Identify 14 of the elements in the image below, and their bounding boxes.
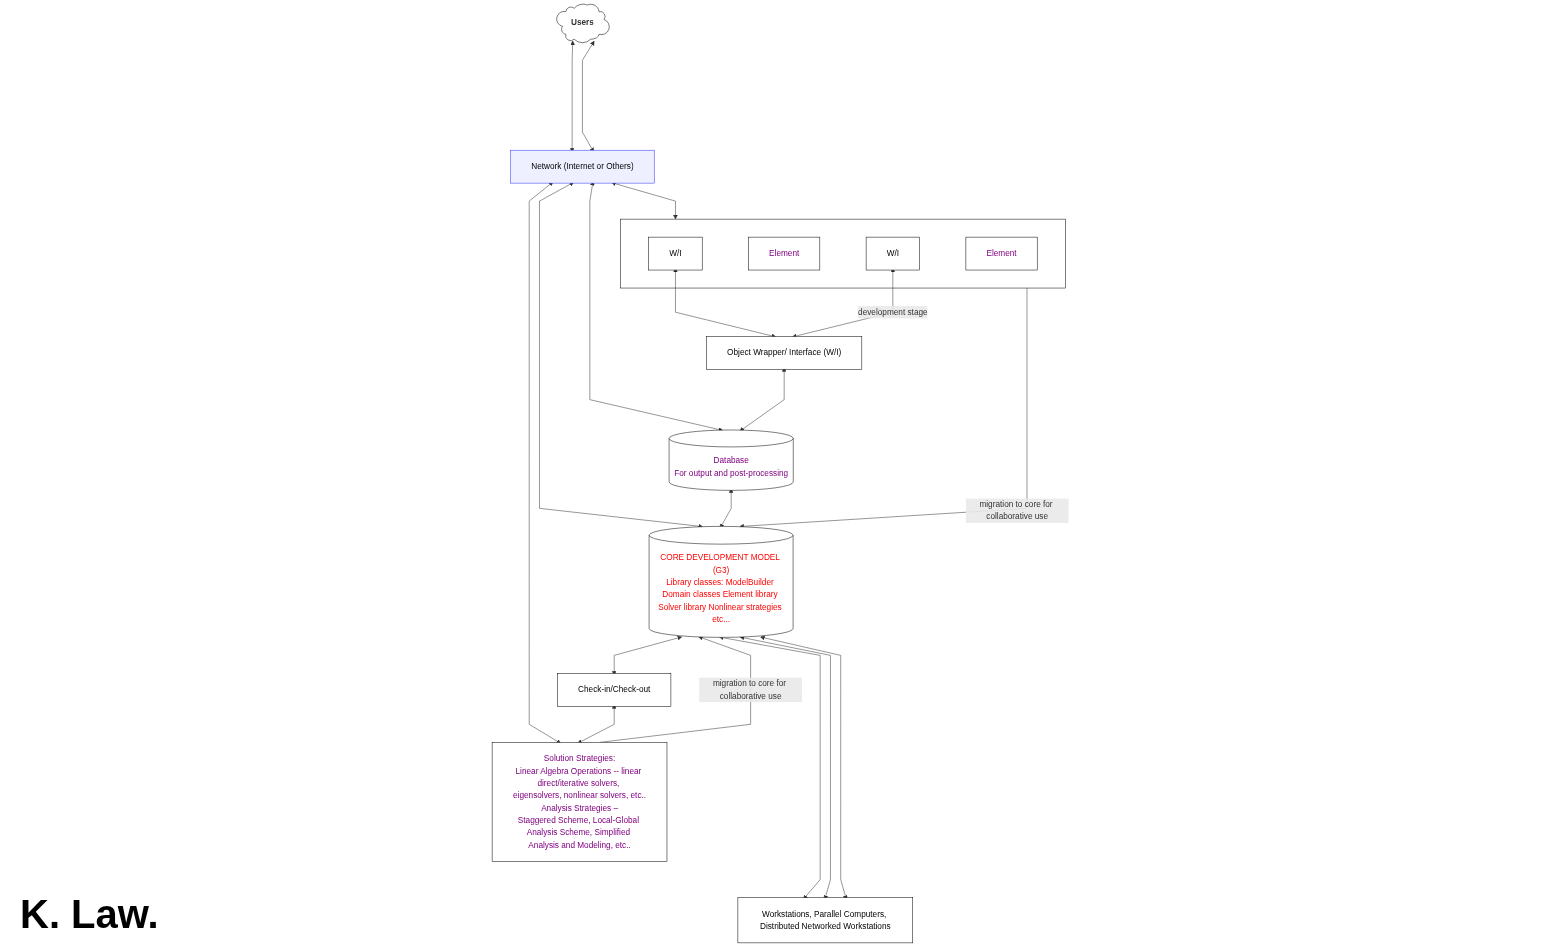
node-box: Workstations, Parallel Computers, Distributed Networked Workstations [737,897,913,944]
node-box: Check-in/Check-out [556,673,671,707]
node-box: Solution Strategies: Linear Algebra Operations -- linear direct/iterative solvers, eigensolvers, nonlinear solvers, etc.. Analysis Strategies – Staggered Scheme, Local-Global Analysis Scheme, Simplified Analysis and Modeling, etc.. [491,742,667,862]
cluster [619,218,1066,289]
node-box: W/I [648,236,703,271]
node-box: Element [965,236,1038,271]
edge-label: development stage [857,307,928,317]
edge-label: migration to core for collaborative use [979,499,1053,522]
node-box: Element [747,236,820,271]
node-box: Object Wrapper/ Interface (W/I) [705,336,862,370]
author-name: K. Law. [20,892,159,937]
node-box: Network (Internet or Others) [510,149,655,184]
node-box: W/I [865,236,920,271]
edge-label: migration to core for collaborative use [712,679,786,701]
